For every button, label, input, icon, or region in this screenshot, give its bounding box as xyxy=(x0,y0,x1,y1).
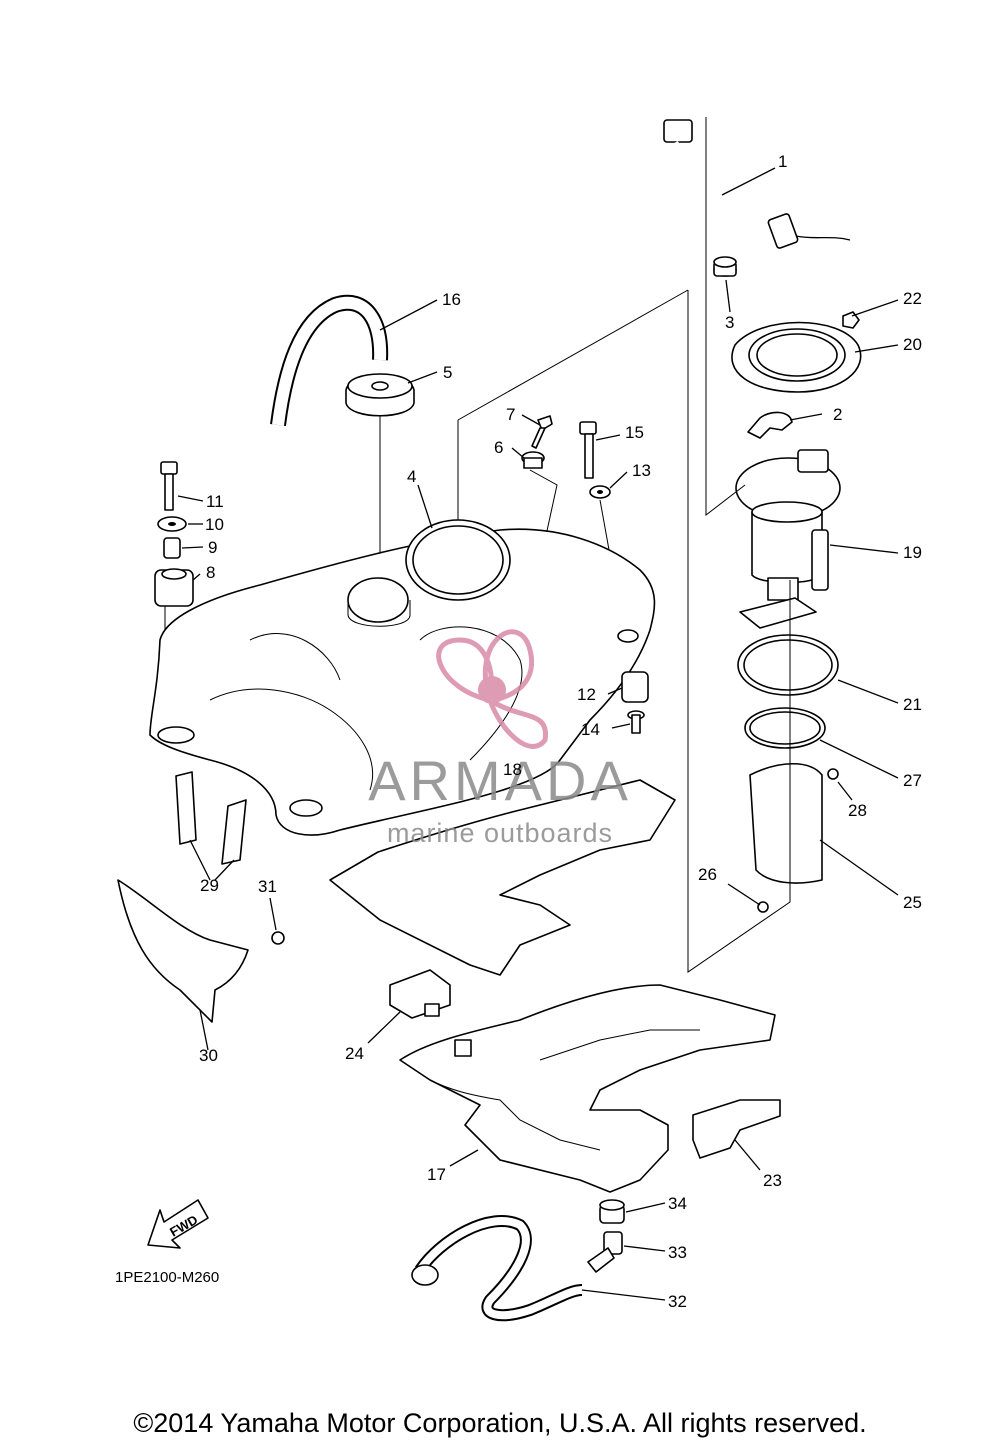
watermark-logo: ARMADA marine outboards xyxy=(368,629,632,848)
diagram-canvas: FWD xyxy=(115,117,922,1322)
callout-31: 31 xyxy=(258,877,277,896)
damper-part-29 xyxy=(175,771,247,865)
callout-4: 4 xyxy=(407,467,416,486)
washer-part-10 xyxy=(157,516,187,532)
callout-22: 22 xyxy=(903,289,922,308)
callout-28: 28 xyxy=(848,801,867,820)
band-part-27 xyxy=(744,707,826,749)
damper-part-12 xyxy=(621,671,649,703)
ring-part-21 xyxy=(737,634,839,696)
washer-part-13 xyxy=(589,485,611,499)
filter-cover-part xyxy=(749,762,823,884)
callout-30: 30 xyxy=(199,1046,218,1065)
clip-part-2 xyxy=(747,411,793,439)
screw-part-7 xyxy=(531,415,553,449)
callout-14: 14 xyxy=(581,720,600,739)
clip-part-26 xyxy=(757,901,769,913)
callout-23: 23 xyxy=(763,1171,782,1190)
callout-25: 25 xyxy=(903,893,922,912)
drain-hose-part-32 xyxy=(411,1215,583,1322)
callout-34: 34 xyxy=(668,1194,687,1213)
cover-part-30 xyxy=(117,879,249,1023)
pump-plate-part xyxy=(731,321,862,393)
callout-2: 2 xyxy=(833,405,842,424)
callout-6: 6 xyxy=(494,438,503,457)
fuel-pump-part xyxy=(735,449,841,629)
collar-part-14 xyxy=(627,710,645,734)
callout-17: 17 xyxy=(427,1165,446,1184)
callout-33: 33 xyxy=(668,1243,687,1262)
callout-19: 19 xyxy=(903,543,922,562)
callout-21: 21 xyxy=(903,695,922,714)
callout-9: 9 xyxy=(208,538,217,557)
clip-part-28 xyxy=(827,768,839,780)
wire-harness-part xyxy=(663,119,852,303)
fitting-part-33 xyxy=(587,1231,623,1273)
watermark-title: ARMADA xyxy=(368,749,632,812)
callout-26: 26 xyxy=(698,865,717,884)
callout-13: 13 xyxy=(632,461,651,480)
bolt-part-11 xyxy=(160,461,178,511)
callout-18: 18 xyxy=(503,760,522,779)
callout-24: 24 xyxy=(345,1044,364,1063)
clip-part-31 xyxy=(271,931,285,945)
leader-lines xyxy=(177,167,899,1301)
callout-20: 20 xyxy=(903,335,922,354)
hose-part-16 xyxy=(270,294,389,427)
diagram-code: 1PE2100-M260 xyxy=(115,1269,219,1286)
callout-27: 27 xyxy=(903,771,922,790)
copyright-notice: ©2014 Yamaha Motor Corporation, U.S.A. A… xyxy=(133,1408,867,1438)
callout-7: 7 xyxy=(506,405,515,424)
bolt-part-15 xyxy=(579,421,597,479)
fwd-arrow-icon: FWD xyxy=(147,1199,209,1249)
collar-part-6 xyxy=(521,451,545,469)
under-tray-part xyxy=(399,984,776,1193)
grommet-part-3 xyxy=(713,256,737,277)
callout-12: 12 xyxy=(577,685,596,704)
callout-29: 29 xyxy=(200,876,219,895)
callout-8: 8 xyxy=(206,563,215,582)
fuel-cap-part xyxy=(345,373,415,417)
regulator-part-23 xyxy=(692,1099,781,1159)
nut-part-22 xyxy=(842,311,860,329)
callout-16: 16 xyxy=(442,290,461,309)
grommet-part-34 xyxy=(599,1199,625,1224)
collar-part-9 xyxy=(163,537,181,559)
callout-labels: 1 2 3 4 5 6 7 8 9 10 11 12 13 14 15 16 1… xyxy=(199,152,922,1311)
callout-10: 10 xyxy=(205,515,224,534)
heat-shield-part xyxy=(329,779,676,976)
fuel-tank-part xyxy=(149,519,656,836)
callout-5: 5 xyxy=(443,363,452,382)
watermark-subtitle: marine outboards xyxy=(387,818,613,848)
damper-part-8 xyxy=(154,568,194,607)
callout-1: 1 xyxy=(778,152,787,171)
callout-32: 32 xyxy=(668,1292,687,1311)
regulator-part-24 xyxy=(389,969,451,1019)
callout-3: 3 xyxy=(725,313,734,332)
callout-15: 15 xyxy=(625,423,644,442)
callout-11: 11 xyxy=(206,492,224,511)
